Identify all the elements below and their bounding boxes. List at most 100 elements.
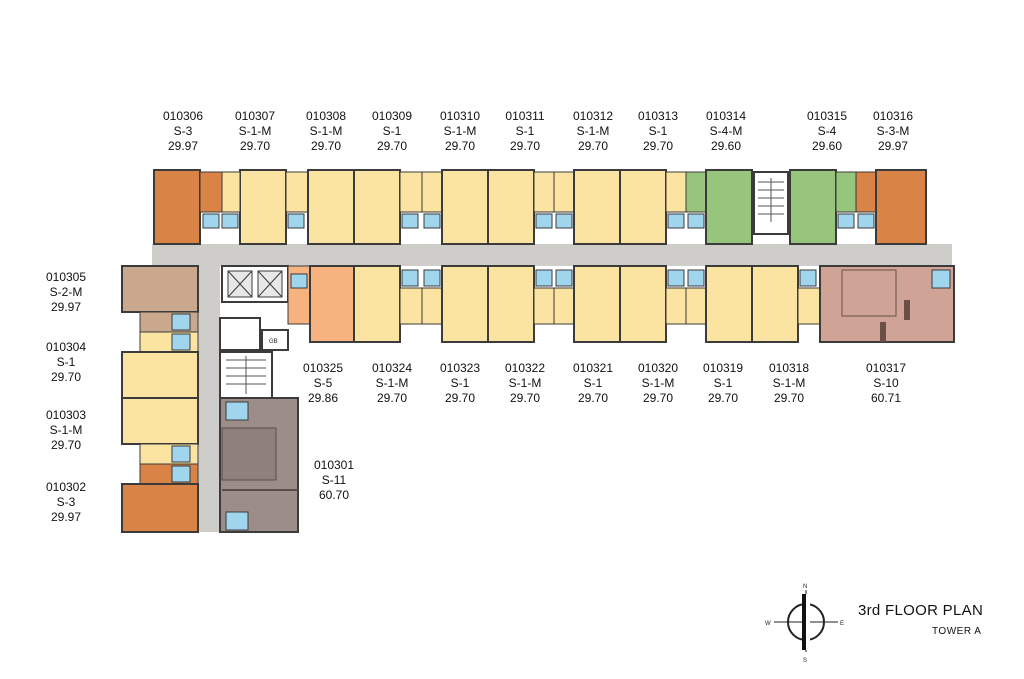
wet-area	[533, 287, 555, 325]
wet-area	[421, 287, 443, 325]
wet-area	[665, 171, 687, 213]
bathroom	[202, 213, 220, 229]
unit-010305[interactable]	[121, 265, 199, 313]
unit-010324[interactable]	[353, 265, 401, 343]
unit-010308[interactable]	[307, 169, 355, 245]
wall-block	[880, 322, 886, 342]
wall-block	[904, 300, 910, 320]
bathroom	[171, 445, 191, 463]
unit-010304[interactable]	[121, 351, 199, 399]
wet-area	[399, 171, 423, 213]
bathroom	[423, 269, 441, 287]
plan-title: 3rd FLOOR PLAN	[858, 602, 984, 619]
compass-e: E	[840, 621, 844, 627]
bathroom	[221, 213, 239, 229]
service-room	[219, 317, 261, 351]
plan-subtitle: TOWER A	[932, 626, 982, 637]
bathroom	[931, 269, 951, 289]
wet-area	[553, 287, 575, 325]
unit-010323[interactable]	[441, 265, 489, 343]
wet-area	[221, 171, 241, 213]
unit-010318[interactable]	[751, 265, 799, 343]
wet-area	[285, 171, 309, 213]
wet-area	[665, 287, 687, 325]
bathroom	[287, 213, 305, 229]
bathroom	[225, 511, 249, 531]
bathroom	[535, 213, 553, 229]
unit-010314[interactable]	[705, 169, 753, 245]
bedroom-partition	[841, 269, 897, 317]
unit-010307[interactable]	[239, 169, 287, 245]
compass-s: S	[803, 658, 807, 664]
wet-area	[855, 171, 877, 213]
bathroom	[555, 213, 573, 229]
bathroom	[401, 269, 419, 287]
bathroom	[290, 273, 308, 289]
unit-010303[interactable]	[121, 397, 199, 445]
wet-area	[421, 171, 443, 213]
bathroom	[555, 269, 573, 287]
compass: N S E W	[765, 584, 844, 664]
garbage-room-label: GB	[269, 339, 278, 345]
bathroom	[423, 213, 441, 229]
wet-area	[685, 171, 707, 213]
unit-010309[interactable]	[353, 169, 401, 245]
south-row	[221, 265, 955, 343]
unit-010320[interactable]	[619, 265, 667, 343]
bathroom	[401, 213, 419, 229]
unit-010316[interactable]	[875, 169, 927, 245]
unit-010306[interactable]	[153, 169, 201, 245]
wet-area	[553, 171, 575, 213]
bathroom	[171, 465, 191, 483]
bathroom	[667, 213, 685, 229]
wet-area	[399, 287, 423, 325]
bathroom	[799, 269, 817, 287]
bathroom	[857, 213, 875, 229]
stair-treads	[226, 356, 266, 394]
bathroom	[667, 269, 685, 287]
north-row	[153, 169, 927, 245]
west-corridor	[198, 244, 220, 532]
bathroom	[171, 333, 191, 351]
unit-010325[interactable]	[309, 265, 355, 343]
bedroom-partition	[221, 427, 277, 481]
stair-treads	[758, 178, 784, 222]
unit-010315[interactable]	[789, 169, 837, 245]
wet-area	[685, 287, 707, 325]
wet-area	[797, 287, 821, 325]
unit-010322[interactable]	[487, 265, 535, 343]
unit-010310[interactable]	[441, 169, 489, 245]
unit-010312[interactable]	[573, 169, 621, 245]
bathroom	[535, 269, 553, 287]
compass-w: W	[765, 621, 771, 627]
bathroom	[687, 213, 705, 229]
unit-010311[interactable]	[487, 169, 535, 245]
bathroom	[225, 401, 249, 421]
west-wing: GB	[121, 265, 299, 533]
unit-010313[interactable]	[619, 169, 667, 245]
unit-010302[interactable]	[121, 483, 199, 533]
unit-010321[interactable]	[573, 265, 621, 343]
unit-010319[interactable]	[705, 265, 753, 343]
